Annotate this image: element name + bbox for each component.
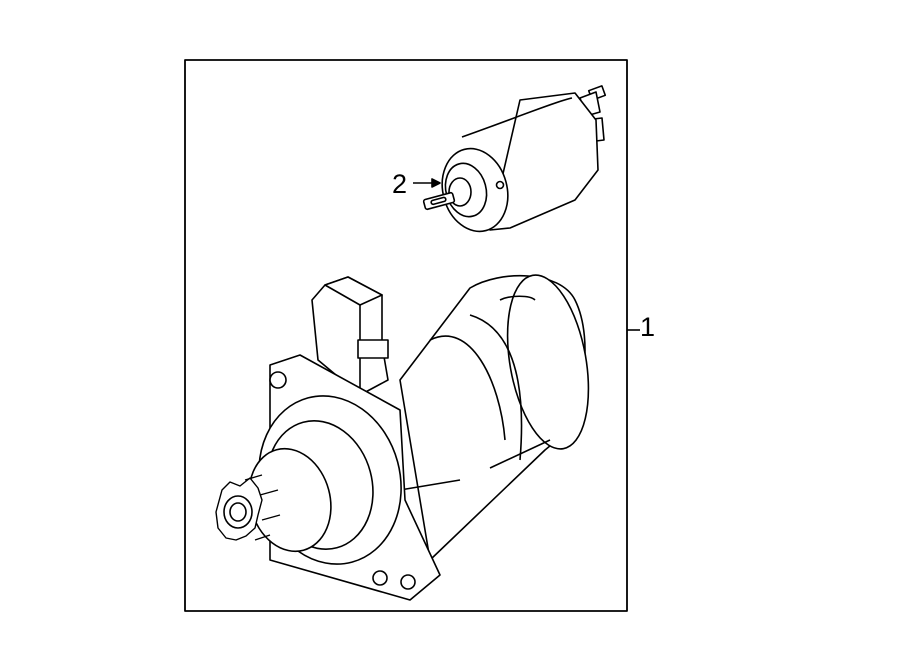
assembly-frame [184, 59, 628, 612]
solenoid-drawing [422, 85, 607, 233]
callout-2-arrow [413, 178, 441, 188]
callout-label-2: 2 [392, 169, 408, 199]
starter-motor-drawing [215, 274, 590, 601]
callout-label-1: 1 [640, 312, 656, 342]
